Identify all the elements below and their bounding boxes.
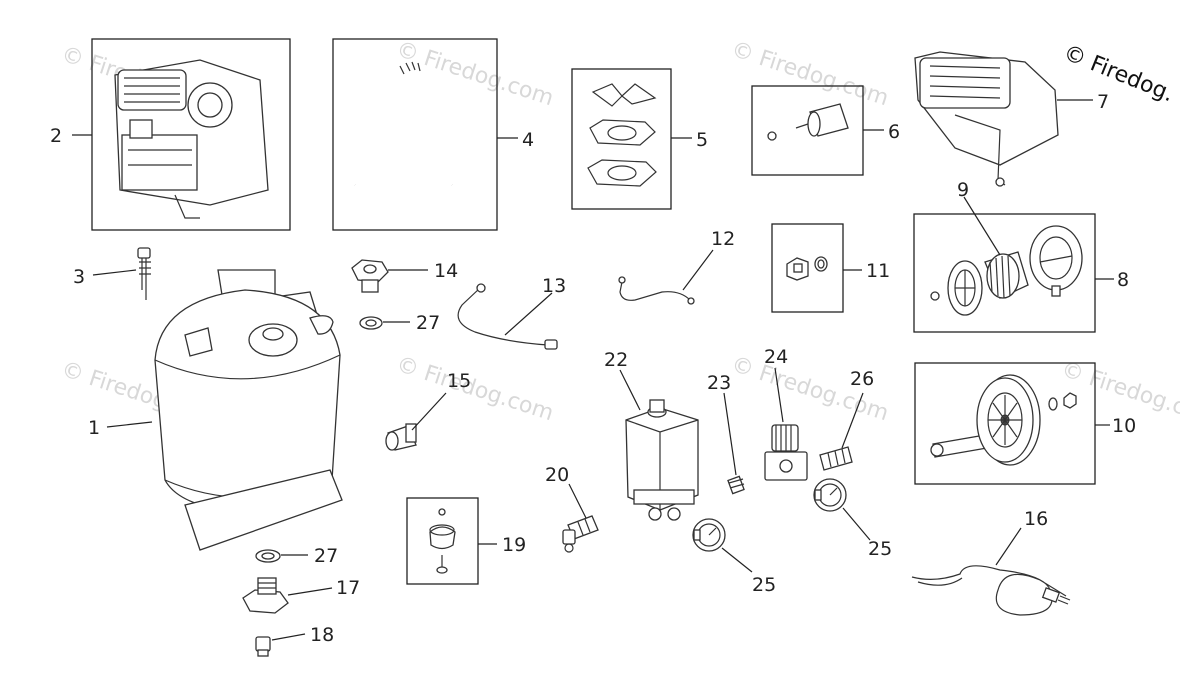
part-24-regulator	[764, 424, 808, 481]
callout-5: 5	[696, 129, 708, 151]
part-20-safety-valve	[562, 515, 599, 553]
callout-25-left: 25	[752, 574, 776, 596]
part-3-fitting	[137, 247, 151, 300]
part-26-coupler	[819, 446, 853, 471]
part-7-shroud	[914, 51, 1059, 187]
part-18-drain-valve	[255, 636, 271, 657]
part-1-tank	[154, 269, 343, 551]
callout-24: 24	[764, 346, 788, 368]
callout-2: 2	[50, 125, 62, 147]
part-5-gaskets	[571, 68, 672, 210]
part-12-tube	[618, 276, 695, 305]
part-14-plug	[351, 259, 389, 293]
part-17-plug	[242, 577, 289, 614]
callout-4: 4	[522, 129, 534, 151]
callout-20: 20	[545, 464, 569, 486]
callout-8: 8	[1117, 269, 1129, 291]
part-10-wheel	[914, 362, 1096, 485]
callout-1: 1	[88, 417, 100, 439]
callout-9: 9	[957, 179, 969, 201]
watermark: © Firedog.com	[393, 352, 556, 426]
callout-3: 3	[73, 266, 85, 288]
part-16-power-cord	[911, 565, 1071, 616]
callout-6: 6	[888, 121, 900, 143]
part-25-gauge	[813, 478, 847, 512]
callout-13: 13	[542, 275, 566, 297]
callout-18: 18	[310, 624, 334, 646]
part-4-handle	[332, 38, 498, 231]
callout-27-top: 27	[416, 312, 440, 334]
watermark: © Firedog.com	[393, 37, 556, 111]
part-11-fitting	[771, 223, 844, 313]
part-19-foot-kit	[406, 497, 479, 585]
callout-16: 16	[1024, 508, 1048, 530]
callout-19: 19	[502, 534, 526, 556]
callout-15: 15	[447, 370, 471, 392]
callout-27-bottom: 27	[314, 545, 338, 567]
copyright-label: © Firedog.	[1060, 40, 1178, 107]
part-22-pressure-switch	[625, 399, 699, 521]
callout-7: 7	[1097, 91, 1109, 113]
part-25-gauge	[692, 518, 726, 552]
callout-26: 26	[850, 368, 874, 390]
part-6-capacitor	[751, 85, 864, 176]
callout-14: 14	[434, 260, 458, 282]
callout-17: 17	[336, 577, 360, 599]
part-27-washer	[255, 549, 281, 563]
callout-25-right: 25	[868, 538, 892, 560]
callout-22: 22	[604, 349, 628, 371]
callout-10: 10	[1112, 415, 1136, 437]
part-8-air-filter	[913, 213, 1096, 333]
callout-12: 12	[711, 228, 735, 250]
part-23-nipple	[727, 475, 745, 495]
part-2-pump-motor	[91, 38, 291, 231]
part-27-washer	[359, 316, 383, 330]
part-15-elbow	[385, 423, 417, 451]
callout-23: 23	[707, 372, 731, 394]
callout-11: 11	[866, 260, 890, 282]
part-13-tube	[457, 283, 558, 350]
